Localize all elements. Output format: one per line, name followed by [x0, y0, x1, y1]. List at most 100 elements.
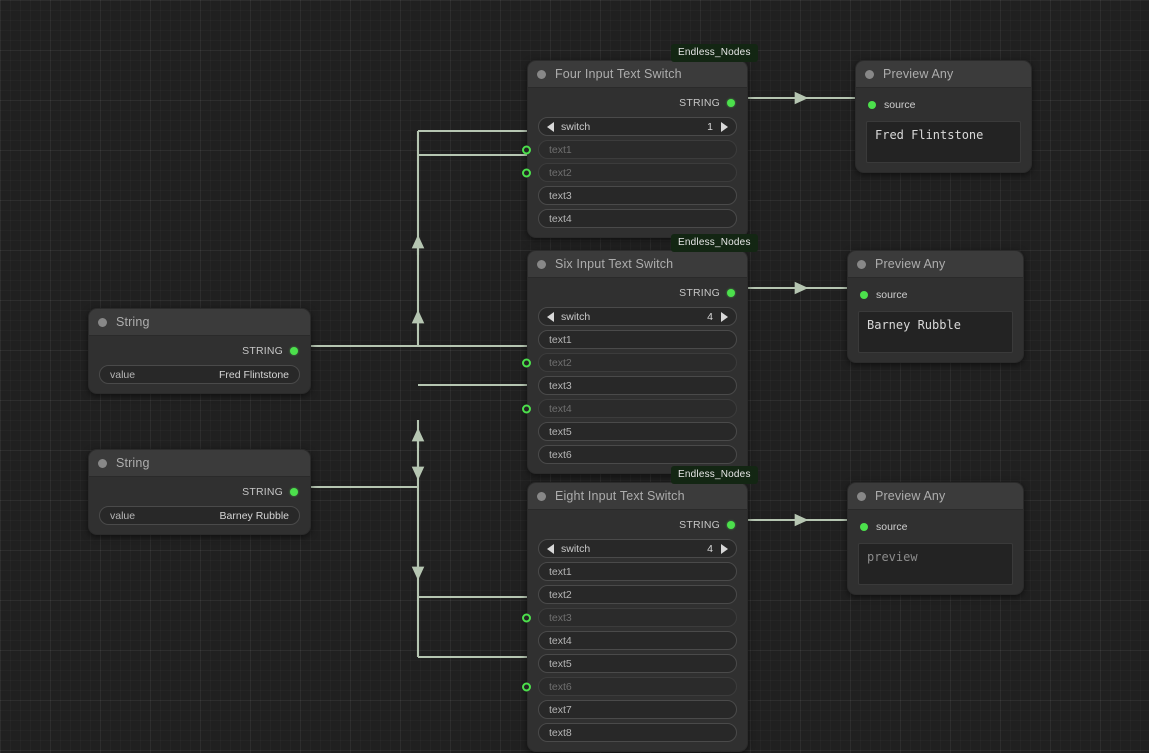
node-title-bar[interactable]: String [89, 450, 310, 477]
node-title-bar[interactable]: Four Input Text Switch [528, 61, 747, 88]
node-title-bar[interactable]: Preview Any [848, 251, 1023, 278]
text-input-slot[interactable]: text2 [522, 353, 737, 372]
text-input-slot[interactable]: text5 [538, 422, 737, 441]
text-input-slot[interactable]: text6 [538, 445, 737, 464]
text-input-slot[interactable]: text5 [538, 654, 737, 673]
node-title-label: Preview Any [875, 489, 946, 503]
output-slot-label: STRING [242, 485, 283, 498]
collapse-dot-icon[interactable] [98, 458, 107, 468]
input-port-dot-icon[interactable] [860, 523, 868, 531]
chevron-right-icon[interactable] [721, 543, 728, 554]
collapse-dot-icon[interactable] [98, 317, 107, 327]
input-slot-row[interactable]: source [866, 95, 1021, 115]
input-port-ring-icon[interactable] [522, 168, 531, 177]
node-preview-3[interactable]: Preview Any source preview [847, 482, 1024, 595]
input-port-ring-icon[interactable] [522, 404, 531, 413]
node-title-bar[interactable]: Preview Any [848, 483, 1023, 510]
text-input-slot-label: text3 [549, 189, 572, 202]
text-input-slot[interactable]: text1 [538, 330, 737, 349]
text-input-slot[interactable]: text2 [538, 585, 737, 604]
output-port-dot-icon[interactable] [290, 346, 298, 355]
preview-text-box: preview [858, 543, 1013, 585]
input-port-ring-icon[interactable] [522, 682, 531, 691]
input-port-ring-icon[interactable] [522, 358, 531, 367]
text-input-slot[interactable]: text4 [522, 399, 737, 418]
node-title-label: String [116, 456, 150, 470]
collapse-dot-icon[interactable] [537, 69, 546, 79]
node-title-bar[interactable]: Preview Any [856, 61, 1031, 88]
input-port-ring-icon[interactable] [522, 613, 531, 622]
text-input-slot[interactable]: text1 [522, 140, 737, 159]
chevron-left-icon[interactable] [547, 311, 554, 322]
text-input-slot[interactable]: text1 [538, 562, 737, 581]
chevron-left-icon[interactable] [547, 121, 554, 132]
chevron-right-icon[interactable] [721, 121, 728, 132]
text-input-slot[interactable]: text8 [538, 723, 737, 742]
node-title-label: Six Input Text Switch [555, 257, 674, 271]
node-title-label: Preview Any [875, 257, 946, 271]
output-port-dot-icon[interactable] [727, 520, 735, 529]
collapse-dot-icon[interactable] [857, 259, 866, 269]
switch-combo-label: switch [561, 542, 591, 555]
package-badge: Endless_Nodes [671, 234, 758, 252]
text-input-slot[interactable]: text2 [522, 163, 737, 182]
node-title-bar[interactable]: Eight Input Text Switch [528, 483, 747, 510]
text-input-slot-label: text4 [549, 402, 572, 415]
text-input-slot[interactable]: text3 [522, 608, 737, 627]
input-port-dot-icon[interactable] [868, 101, 876, 109]
output-slot-label: STRING [242, 344, 283, 357]
output-slot-row[interactable]: STRING [538, 514, 737, 535]
chevron-right-icon[interactable] [721, 311, 728, 322]
collapse-dot-icon[interactable] [857, 491, 866, 501]
output-port-dot-icon[interactable] [290, 487, 298, 496]
node-title-label: Four Input Text Switch [555, 67, 682, 81]
collapse-dot-icon[interactable] [537, 491, 546, 501]
output-slot-row[interactable]: STRING [99, 340, 300, 361]
input-port-ring-icon[interactable] [522, 145, 531, 154]
switch-combo-value: 1 [707, 120, 713, 133]
text-input-slot[interactable]: text4 [538, 631, 737, 650]
text-input-slot-label: text1 [549, 333, 572, 346]
widget-value: Fred Flintstone [218, 368, 289, 381]
text-input-slot-label: text2 [549, 588, 572, 601]
switch-combo-label: switch [561, 310, 591, 323]
collapse-dot-icon[interactable] [537, 259, 546, 269]
text-input-slot[interactable]: text7 [538, 700, 737, 719]
value-widget[interactable]: value Fred Flintstone [99, 365, 300, 384]
input-slot-row[interactable]: source [858, 517, 1013, 537]
text-input-slot[interactable]: text3 [538, 186, 737, 205]
collapse-dot-icon[interactable] [865, 69, 874, 79]
output-port-dot-icon[interactable] [727, 98, 735, 107]
widget-name: value [110, 368, 136, 381]
text-input-slot[interactable]: text4 [538, 209, 737, 228]
output-slot-row[interactable]: STRING [538, 92, 737, 113]
text-input-slot-label: text5 [549, 657, 572, 670]
input-slot-row[interactable]: source [858, 285, 1013, 305]
output-port-dot-icon[interactable] [727, 288, 735, 297]
output-slot-row[interactable]: STRING [99, 481, 300, 502]
output-slot-row[interactable]: STRING [538, 282, 737, 303]
input-port-dot-icon[interactable] [860, 291, 868, 299]
node-title-label: Preview Any [883, 67, 954, 81]
chevron-left-icon[interactable] [547, 543, 554, 554]
node-title-label: String [116, 315, 150, 329]
input-slot-label: source [876, 289, 908, 301]
node-title-bar[interactable]: String [89, 309, 310, 336]
node-title-label: Eight Input Text Switch [555, 489, 685, 503]
node-title-bar[interactable]: Six Input Text Switch [528, 251, 747, 278]
text-input-slot[interactable]: text6 [522, 677, 737, 696]
text-input-slot[interactable]: text3 [538, 376, 737, 395]
